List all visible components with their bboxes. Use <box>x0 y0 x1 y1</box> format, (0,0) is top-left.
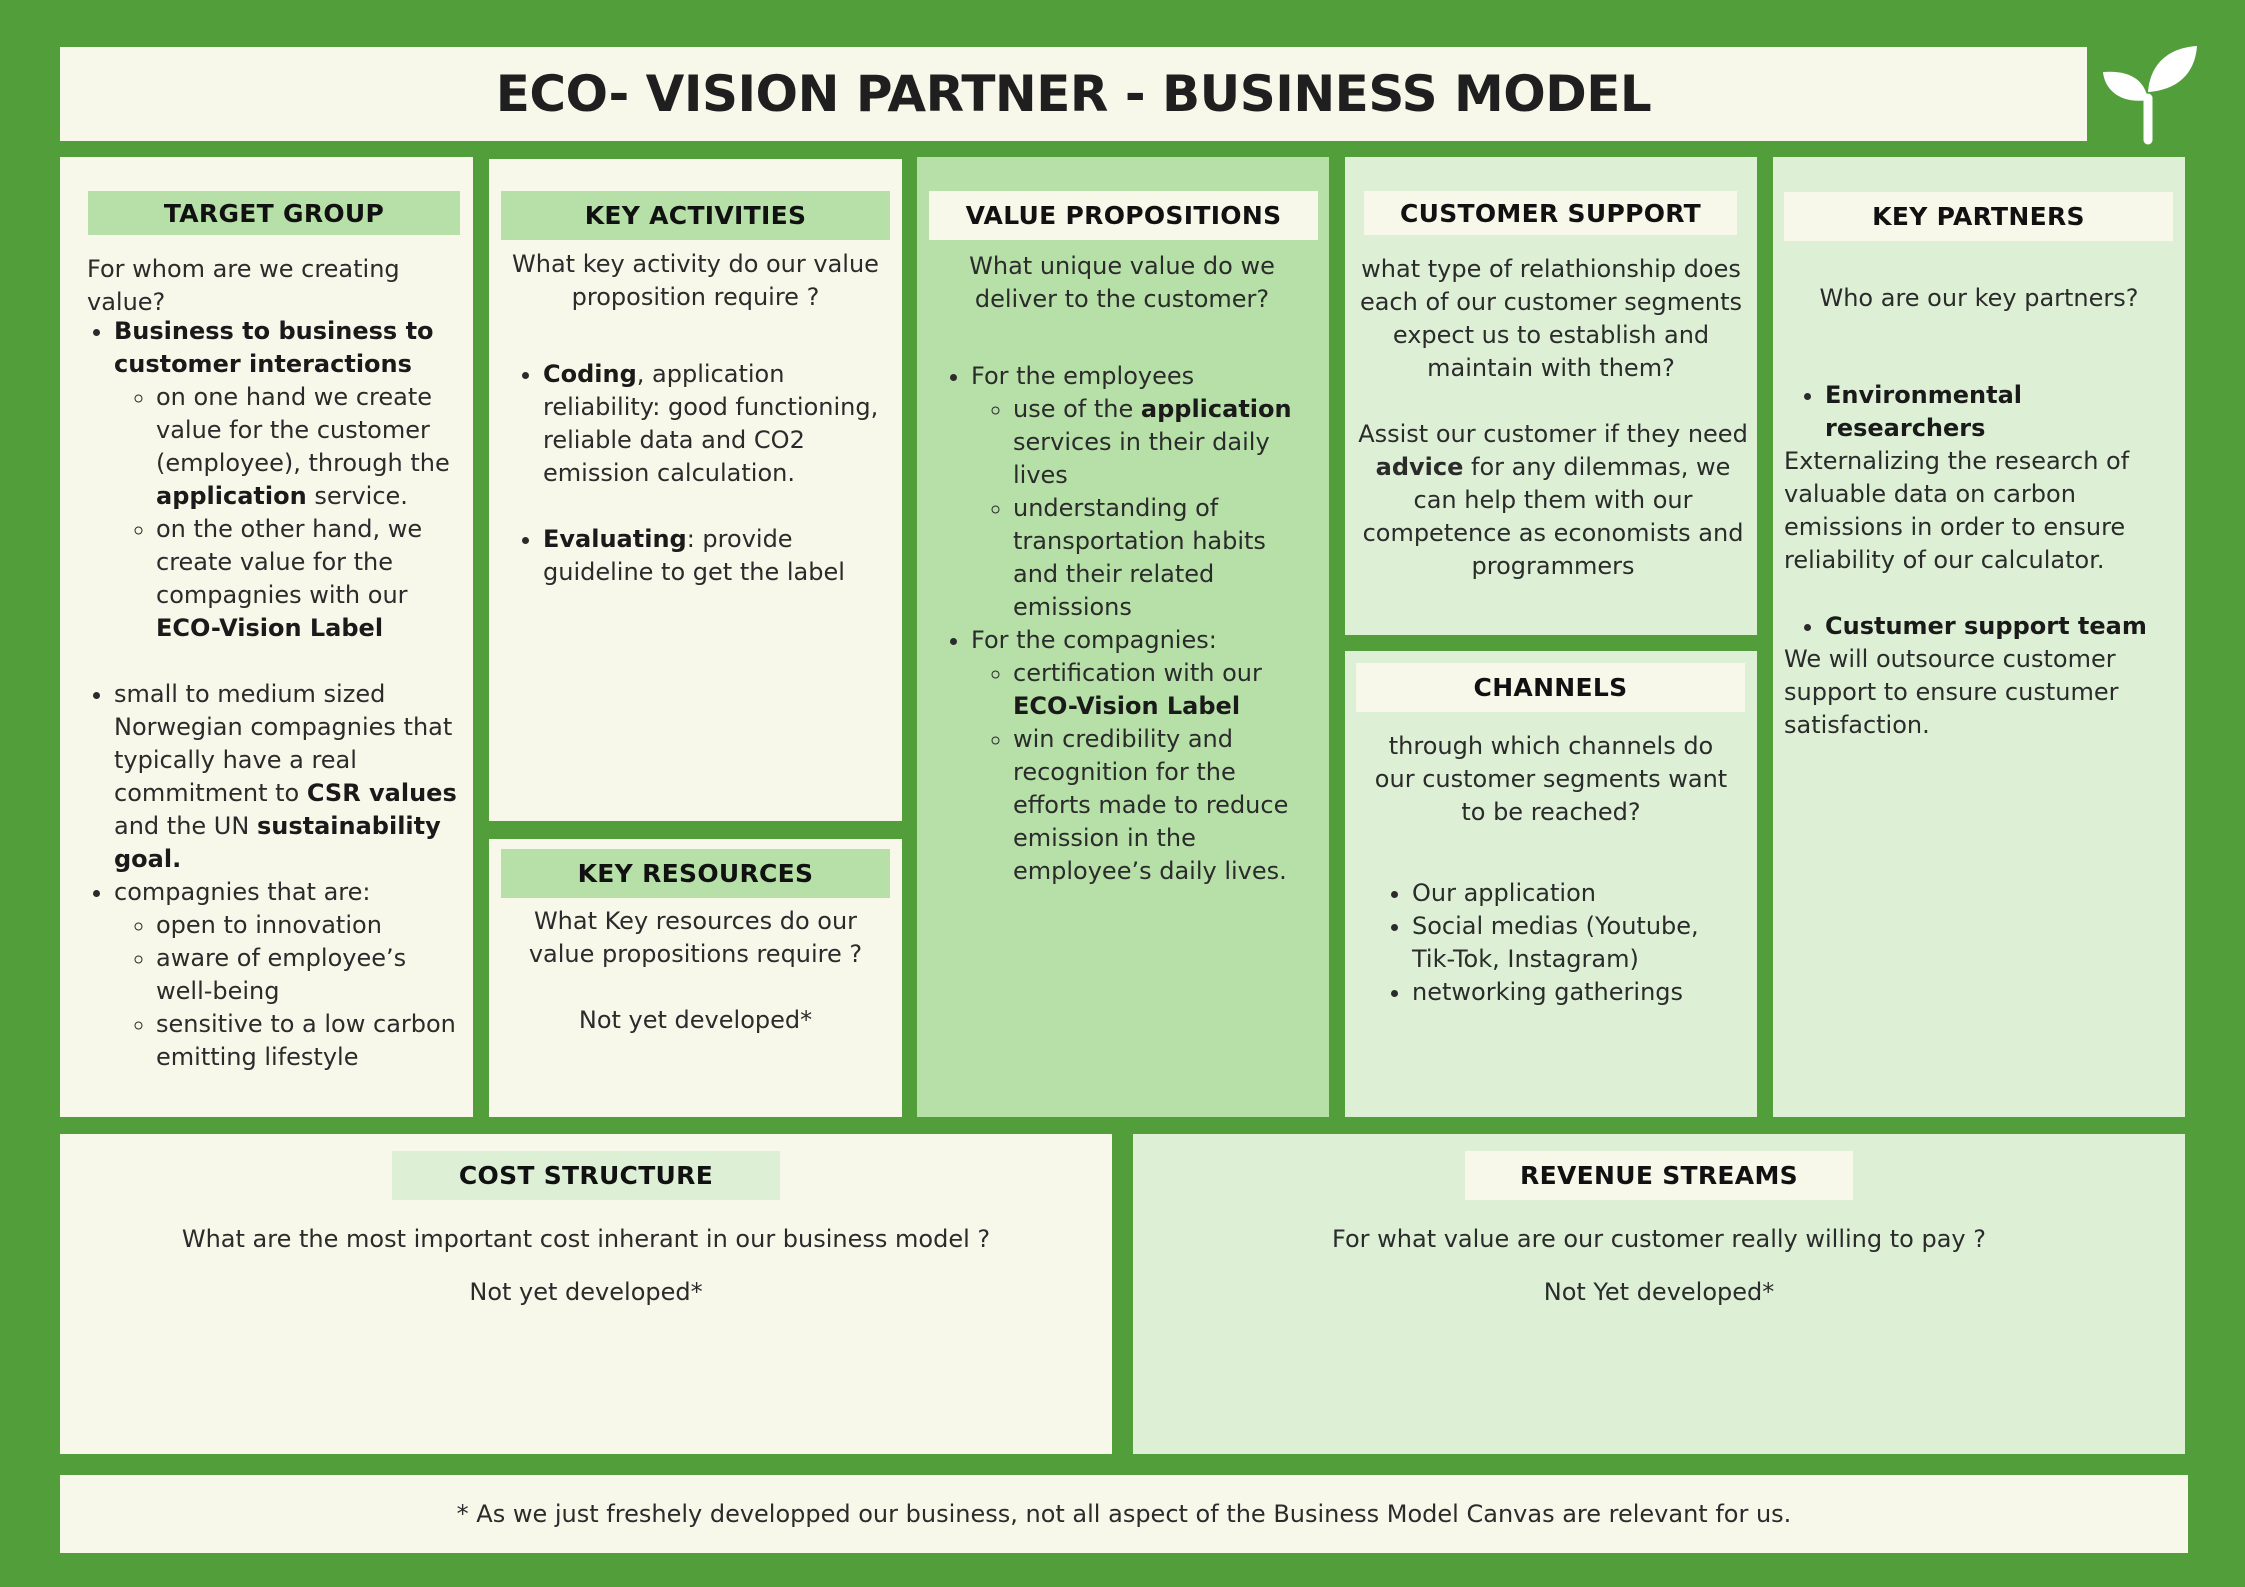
channels-label: CHANNELS <box>1356 663 1745 712</box>
list-item: networking gatherings <box>1412 976 1745 1009</box>
list-item: compagnies that are: open to innovation … <box>114 876 467 1074</box>
key-activities-label: KEY ACTIVITIES <box>501 191 890 240</box>
value-propositions-panel: VALUE PROPOSITIONS What unique value do … <box>917 157 1329 1117</box>
title-bar: ECO- VISION PARTNER - BUSINESS MODEL <box>60 47 2087 141</box>
list-item: For the employees use of the application… <box>971 360 1314 624</box>
list-item: Environmental researchers <box>1825 379 2179 445</box>
list-item: on the other hand, we create value for t… <box>156 513 467 645</box>
footnote-text: * As we just freshely developped our bus… <box>456 1500 1792 1528</box>
key-partners-question: Who are our key partners? <box>1819 284 2139 312</box>
revenue-streams-panel: REVENUE STREAMS For what value are our c… <box>1133 1134 2185 1454</box>
cost-structure-panel: COST STRUCTURE What are the most importa… <box>60 1134 1112 1454</box>
revenue-streams-label: REVENUE STREAMS <box>1465 1151 1853 1200</box>
key-partners-text-1: Externalizing the research of valuable d… <box>1784 447 2130 574</box>
list-item: small to medium sized Norwegian compagni… <box>114 678 467 876</box>
revenue-streams-note: Not Yet developed* <box>1543 1278 1775 1306</box>
customer-support-question: what type of relathionship does each of … <box>1359 255 1743 382</box>
customer-support-label: CUSTOMER SUPPORT <box>1364 191 1737 235</box>
channels-question: through which channels do our customer s… <box>1374 732 1728 826</box>
list-item: Coding, application reliability: good fu… <box>543 358 886 490</box>
list-item: certification with our ECO-Vision Label <box>1013 657 1314 723</box>
list-item: on one hand we create value for the cust… <box>156 381 467 513</box>
customer-support-panel: CUSTOMER SUPPORT what type of relathions… <box>1345 157 1757 635</box>
key-resources-note: Not yet developed* <box>578 1006 813 1034</box>
key-resources-label: KEY RESOURCES <box>501 849 890 898</box>
list-item: use of the application services in their… <box>1013 393 1314 492</box>
list-item: win credibility and recognition for the … <box>1013 723 1314 888</box>
value-propositions-body: For the employees use of the application… <box>944 360 1314 888</box>
cost-structure-label: COST STRUCTURE <box>392 1151 780 1200</box>
key-activities-question: What key activity do our value propositi… <box>512 250 879 311</box>
target-group-question: For whom are we creating value? <box>87 255 400 316</box>
target-group-label: TARGET GROUP <box>88 191 460 235</box>
channels-panel: CHANNELS through which channels do our c… <box>1345 651 1757 1117</box>
value-propositions-question: What unique value do we deliver to the c… <box>969 252 1275 313</box>
cost-structure-question: What are the most important cost inheran… <box>181 1225 991 1253</box>
list-item: Custumer support team <box>1825 610 2179 643</box>
list-item: aware of employee’s well-being <box>156 942 467 1008</box>
key-activities-body: Coding, application reliability: good fu… <box>516 358 886 589</box>
target-group-panel: TARGET GROUP For whom are we creating va… <box>60 157 473 1117</box>
key-partners-panel: KEY PARTNERS Who are our key partners? E… <box>1773 157 2185 1117</box>
sprout-icon <box>2095 40 2200 145</box>
list-item: Social medias (Youtube, Tik-Tok, Instagr… <box>1412 910 1745 976</box>
list-item: Our application <box>1412 877 1745 910</box>
footnote-bar: * As we just freshely developped our bus… <box>60 1475 2188 1553</box>
target-group-body: Business to business to customer interac… <box>87 315 467 1074</box>
list-item: Evaluating: provide guideline to get the… <box>543 523 886 589</box>
list-item: Business to business to customer interac… <box>114 315 467 645</box>
list-item: understanding of transportation habits a… <box>1013 492 1314 624</box>
channels-body: Our application Social medias (Youtube, … <box>1385 877 1745 1009</box>
revenue-streams-question: For what value are our customer really w… <box>1332 1225 1986 1253</box>
key-resources-question: What Key resources do our value proposit… <box>528 907 863 968</box>
key-partners-body: Environmental researchers Externalizing … <box>1784 379 2179 742</box>
list-item: sensitive to a low carbon emitting lifes… <box>156 1008 467 1074</box>
page-title: ECO- VISION PARTNER - BUSINESS MODEL <box>495 65 1652 123</box>
list-item: For the compagnies: certification with o… <box>971 624 1314 888</box>
value-propositions-label: VALUE PROPOSITIONS <box>929 191 1318 240</box>
key-resources-panel: KEY RESOURCES What Key resources do our … <box>489 839 902 1117</box>
list-item: open to innovation <box>156 909 467 942</box>
key-partners-label: KEY PARTNERS <box>1784 192 2173 241</box>
key-partners-text-2: We will outsource customer support to en… <box>1784 645 2119 739</box>
key-activities-panel: KEY ACTIVITIES What key activity do our … <box>489 159 902 821</box>
cost-structure-note: Not yet developed* <box>469 1278 703 1306</box>
customer-support-answer: Assist our customer if they need advice … <box>1358 420 1748 580</box>
